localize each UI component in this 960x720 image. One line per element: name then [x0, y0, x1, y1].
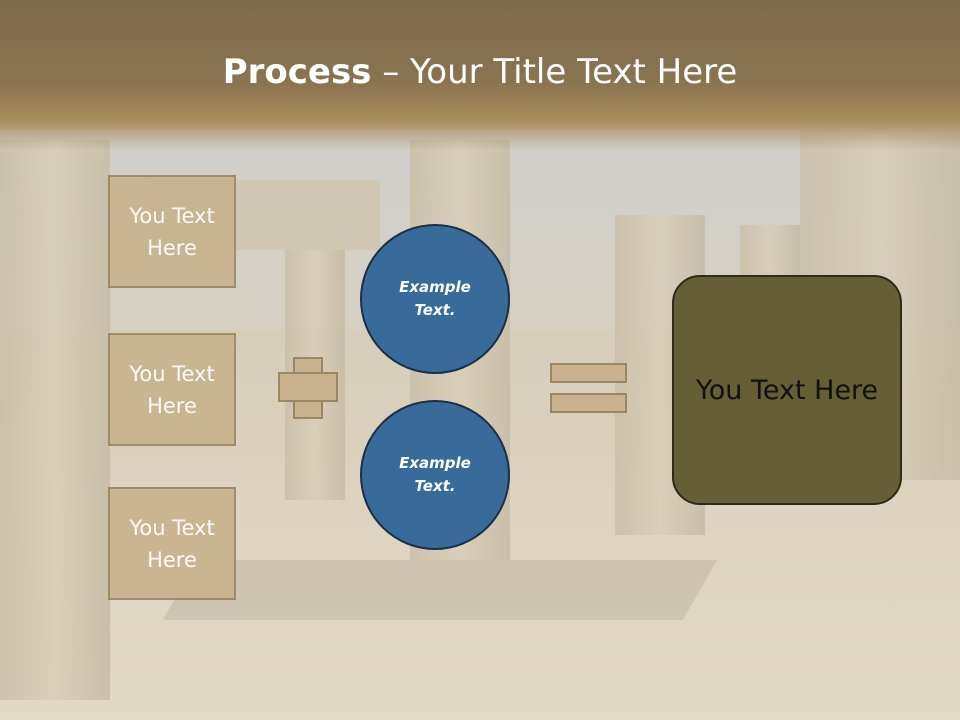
- title-rest: – Your Title Text Here: [371, 52, 738, 92]
- title-bold: Process: [222, 52, 372, 92]
- input-box-2[interactable]: You Text Here: [108, 333, 236, 446]
- input-box-label: You Text Here: [129, 361, 215, 418]
- equals-bottom-bar: [550, 393, 627, 413]
- input-box-label: You Text Here: [129, 515, 215, 572]
- equals-top-bar: [550, 363, 627, 383]
- circle-label: Example Text.: [399, 454, 471, 495]
- example-circle-2[interactable]: Example Text.: [360, 400, 510, 550]
- input-box-label: You Text Here: [129, 203, 215, 260]
- circle-label: Example Text.: [399, 278, 471, 319]
- input-box-1[interactable]: You Text Here: [108, 175, 236, 288]
- input-box-3[interactable]: You Text Here: [108, 487, 236, 600]
- title-bar: [0, 0, 960, 150]
- example-circle-1[interactable]: Example Text.: [360, 224, 510, 374]
- plus-center: [295, 374, 321, 400]
- result-label: You Text Here: [695, 374, 879, 406]
- result-box[interactable]: You Text Here: [672, 275, 902, 505]
- slide-title[interactable]: Process – Your Title Text Here: [0, 52, 960, 92]
- ruin-column: [0, 140, 110, 700]
